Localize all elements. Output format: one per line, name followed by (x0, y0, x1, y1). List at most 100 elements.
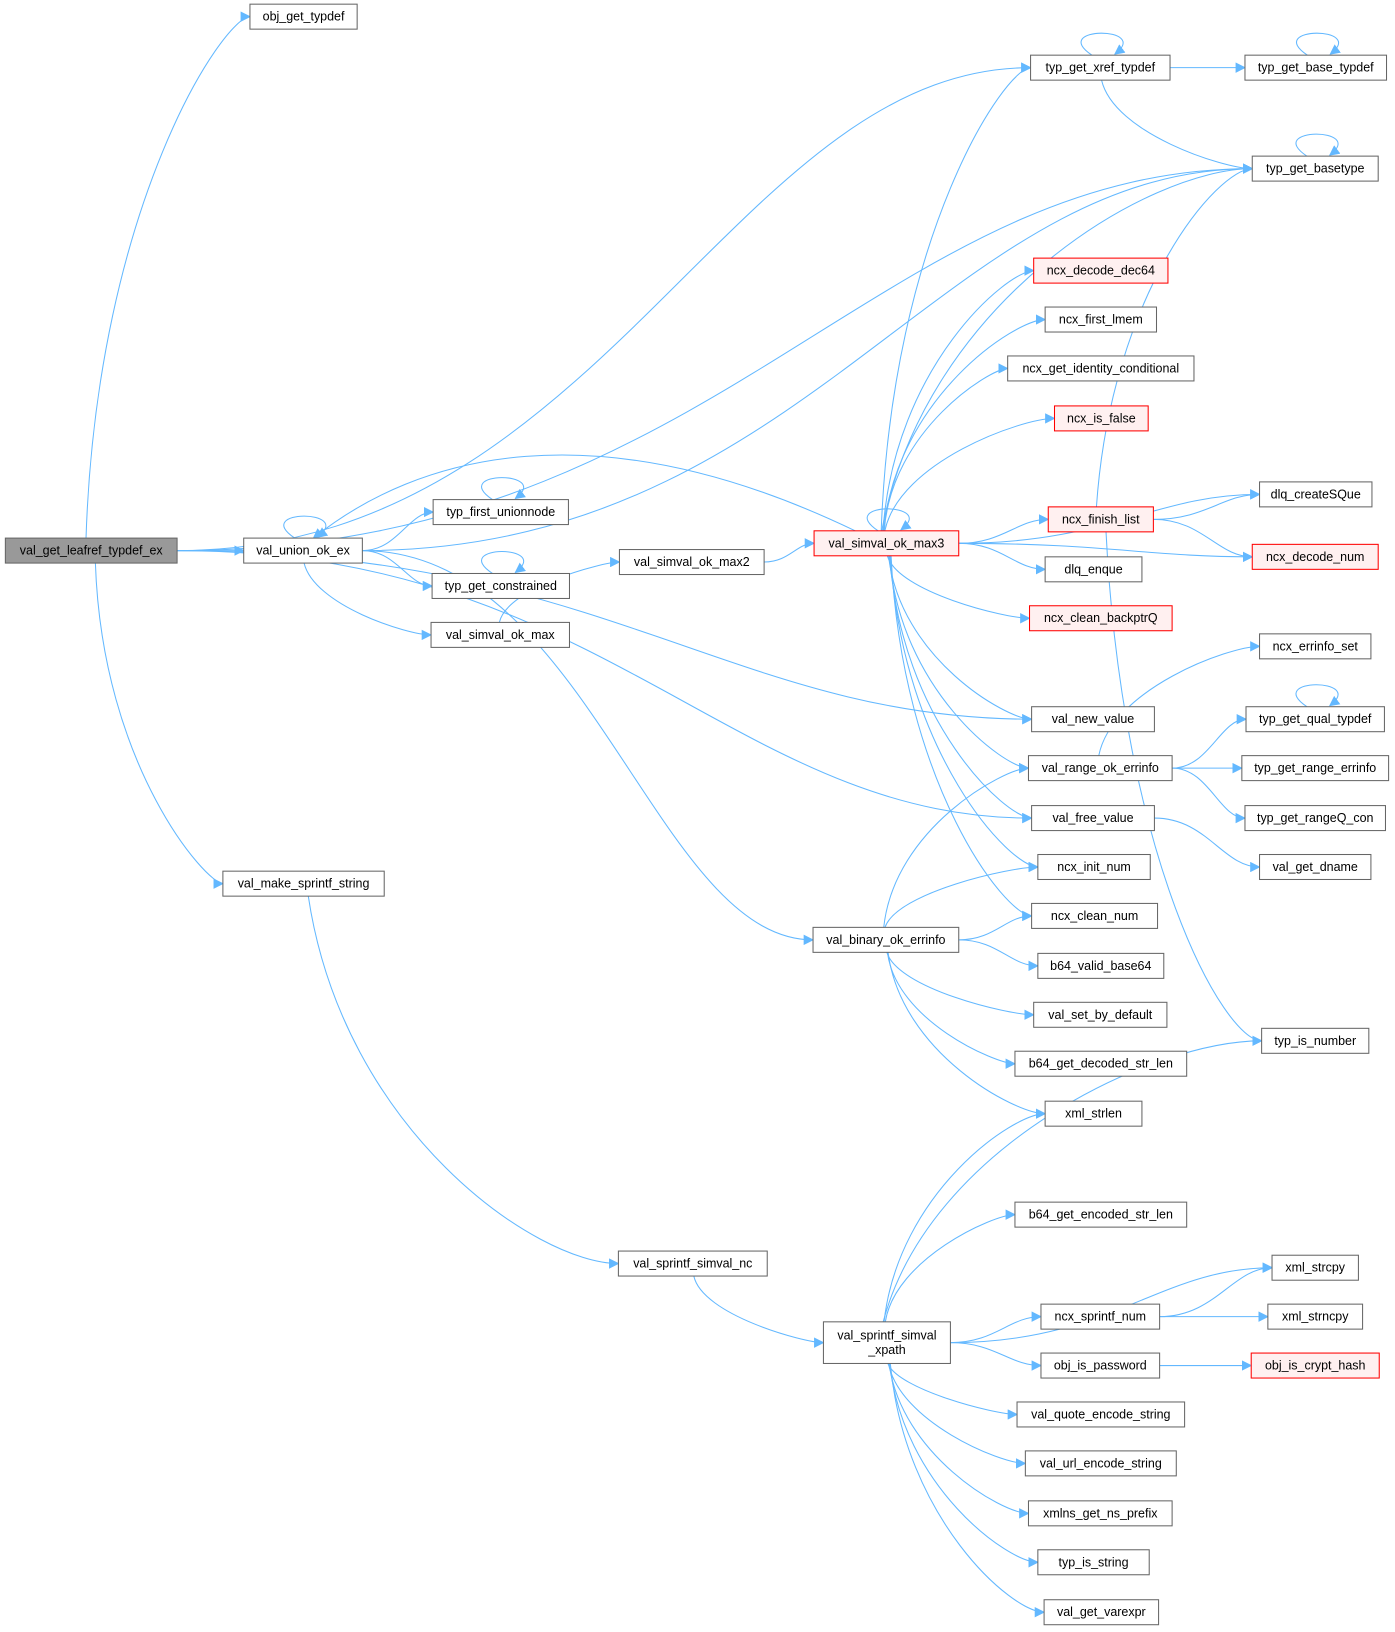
node-xmlns-get-ns-prefix[interactable]: xmlns_get_ns_prefix (1027, 1500, 1173, 1527)
edge-val-binary-ok-errinfo-to-b64-valid-base64 (958, 939, 1039, 972)
edge-typ-get-xref-typdef-to-typ-get-basetype (1101, 80, 1254, 174)
edge-val-binary-ok-errinfo-to-val-set-by-default (886, 952, 1035, 1020)
node-root[interactable]: val_get_leafref_typdef_ex (4, 537, 178, 564)
node-box (1037, 952, 1165, 979)
node-label: dlq_createSQue (1271, 487, 1361, 501)
edge-val-sprintf-simval-xpath-to-b64-get-encoded-str-len (884, 1209, 1016, 1322)
edge-val-range-ok-errinfo-to-ncx-errinfo-set (1098, 641, 1261, 756)
edge-val-union-ok-ex-to-val-simval-ok-max (303, 562, 433, 641)
node-box (222, 870, 385, 897)
node-dlq-createSQue[interactable]: dlq_createSQue (1259, 481, 1373, 508)
node-ncx-decode-dec64[interactable]: ncx_decode_dec64 (1033, 257, 1169, 284)
node-typ-is-number[interactable]: typ_is_number (1261, 1027, 1370, 1054)
node-xml-strcpy[interactable]: xml_strcpy (1271, 1254, 1359, 1281)
node-ncx-is-false[interactable]: ncx_is_false (1053, 405, 1149, 432)
node-typ-get-rangeQ-con[interactable]: typ_get_rangeQ_con (1244, 805, 1387, 832)
node-box (1033, 1001, 1168, 1028)
node-ncx-errinfo-set[interactable]: ncx_errinfo_set (1259, 633, 1372, 660)
node-val-free-value[interactable]: val_free_value (1031, 805, 1155, 832)
node-val-simval-ok-max2[interactable]: val_simval_ok_max2 (618, 549, 765, 576)
edge-val-sprintf-simval-xpath-to-xmlns-get-ns-prefix (888, 1363, 1030, 1519)
node-box (1040, 1352, 1161, 1379)
node-val-make-sprintf-string[interactable]: val_make_sprintf_string (222, 870, 385, 897)
node-label: ncx_errinfo_set (1273, 639, 1359, 653)
node-typ-get-range-errinfo[interactable]: typ_get_range_errinfo (1241, 755, 1390, 782)
node-ncx-first-lmem[interactable]: ncx_first_lmem (1044, 306, 1158, 333)
node-ncx-finish-list[interactable]: ncx_finish_list (1047, 506, 1154, 533)
edge-val-simval-ok-max3-to-ncx-first-lmem (883, 314, 1047, 531)
node-typ-get-basetype[interactable]: typ_get_basetype (1251, 155, 1379, 182)
edge-val-sprintf-simval-nc-to-val-sprintf-simval-xpath (693, 1275, 825, 1348)
node-val-union-ok-ex[interactable]: val_union_ok_ex (243, 537, 363, 564)
node-val-sprintf-simval-nc[interactable]: val_sprintf_simval_nc (617, 1250, 768, 1277)
edge-val-sprintf-simval-xpath-to-val-url-encode-string (887, 1363, 1027, 1469)
node-xml-strncpy[interactable]: xml_strncpy (1267, 1303, 1364, 1330)
edge-val-sprintf-simval-xpath-to-val-get-varexpr (889, 1363, 1046, 1618)
node-typ-get-base-typdef[interactable]: typ_get_base_typdef (1244, 54, 1388, 81)
node-label: val_make_sprintf_string (238, 877, 370, 891)
node-b64-get-decoded-str-len[interactable]: b64_get_decoded_str_len (1014, 1050, 1188, 1077)
node-val-quote-encode-string[interactable]: val_quote_encode_string (1016, 1401, 1186, 1428)
node-label: val_quote_encode_string (1031, 1407, 1170, 1421)
edge-val-range-ok-errinfo-to-typ-get-qual-typdef (1172, 714, 1248, 769)
edge-val-simval-ok-max3-to-ncx-get-identity-conditional (883, 363, 1009, 531)
node-val-range-ok-errinfo[interactable]: val_range_ok_errinfo (1027, 755, 1173, 782)
node-b64-get-encoded-str-len[interactable]: b64_get_encoded_str_len (1014, 1201, 1188, 1228)
node-box (430, 621, 570, 648)
node-dlq-enque[interactable]: dlq_enque (1044, 556, 1143, 583)
node-label: ncx_decode_num (1266, 550, 1364, 564)
node-ncx-clean-backptrQ[interactable]: ncx_clean_backptrQ (1029, 605, 1173, 632)
node-val-url-encode-string[interactable]: val_url_encode_string (1024, 1450, 1177, 1477)
node-label: ncx_finish_list (1062, 512, 1140, 526)
node-val-simval-ok-max[interactable]: val_simval_ok_max (430, 621, 570, 648)
node-box (1014, 1050, 1188, 1077)
node-ncx-decode-num[interactable]: ncx_decode_num (1251, 543, 1379, 570)
edge-ncx-sprintf-num-to-xml-strcpy (1159, 1262, 1274, 1318)
node-val-new-value[interactable]: val_new_value (1031, 706, 1155, 733)
node-label: val_binary_ok_errinfo (826, 933, 945, 947)
node-xml-strlen[interactable]: xml_strlen (1044, 1100, 1143, 1127)
node-box (822, 1321, 951, 1364)
node-label: val_simval_ok_max3 (829, 536, 945, 550)
node-val-binary-ok-errinfo[interactable]: val_binary_ok_errinfo (812, 926, 960, 953)
node-typ-get-constrained[interactable]: typ_get_constrained (431, 572, 570, 599)
node-box (1047, 506, 1154, 533)
edge-val-simval-ok-max3-to-ncx-init-num (889, 555, 1039, 873)
node-val-get-dname[interactable]: val_get_dname (1259, 853, 1372, 881)
node-box (1251, 155, 1379, 182)
node-label: typ_get_range_errinfo (1254, 761, 1376, 775)
node-ncx-get-identity-conditional[interactable]: ncx_get_identity_conditional (1007, 355, 1195, 382)
node-label: obj_is_password (1054, 1359, 1147, 1373)
node-b64-valid-base64[interactable]: b64_valid_base64 (1037, 952, 1165, 979)
node-label: val_get_varexpr (1057, 1605, 1146, 1619)
node-label: val_sprintf_simval_nc (633, 1257, 752, 1271)
node-label: obj_get_typdef (263, 10, 345, 24)
edge-val-range-ok-errinfo-to-typ-get-rangeQ-con (1172, 767, 1247, 824)
edge-val-binary-ok-errinfo-to-ncx-clean-num (958, 910, 1033, 941)
node-obj-is-password[interactable]: obj_is_password (1040, 1352, 1161, 1379)
node-ncx-init-num[interactable]: ncx_init_num (1037, 853, 1151, 881)
edge-root-to-obj-get-typdef (85, 11, 251, 539)
node-obj-is-crypt-hash[interactable]: obj_is_crypt_hash (1250, 1352, 1380, 1379)
edge-val-binary-ok-errinfo-to-xml-strlen (887, 952, 1047, 1119)
node-box (1244, 54, 1388, 81)
node-obj-get-typdef[interactable]: obj_get_typdef (249, 3, 358, 30)
node-typ-get-qual-typdef[interactable]: typ_get_qual_typdef (1245, 706, 1385, 733)
node-val-sprintf-simval-xpath[interactable]: val_sprintf_simval_xpath (822, 1321, 951, 1364)
edge-val-union-ok-ex-to-typ-get-basetype (362, 163, 1254, 552)
node-val-get-varexpr[interactable]: val_get_varexpr (1043, 1599, 1160, 1626)
node-ncx-sprintf-num[interactable]: ncx_sprintf_num (1040, 1303, 1161, 1330)
node-val-set-by-default[interactable]: val_set_by_default (1033, 1001, 1168, 1028)
node-label: val_get_leafref_typdef_ex (20, 544, 164, 558)
node-typ-get-xref-typdef[interactable]: typ_get_xref_typdef (1030, 54, 1171, 81)
node-box (1261, 1027, 1370, 1054)
node-val-simval-ok-max3[interactable]: val_simval_ok_max3 (813, 530, 960, 557)
node-box (618, 549, 765, 576)
node-ncx-clean-num[interactable]: ncx_clean_num (1031, 902, 1159, 929)
node-typ-first-unionnode[interactable]: typ_first_unionnode (432, 499, 569, 526)
node-typ-is-string[interactable]: typ_is_string (1037, 1549, 1150, 1576)
node-box (1053, 405, 1149, 432)
edge-val-binary-ok-errinfo-to-b64-get-decoded-str-len (886, 952, 1016, 1069)
node-box (1244, 805, 1387, 832)
